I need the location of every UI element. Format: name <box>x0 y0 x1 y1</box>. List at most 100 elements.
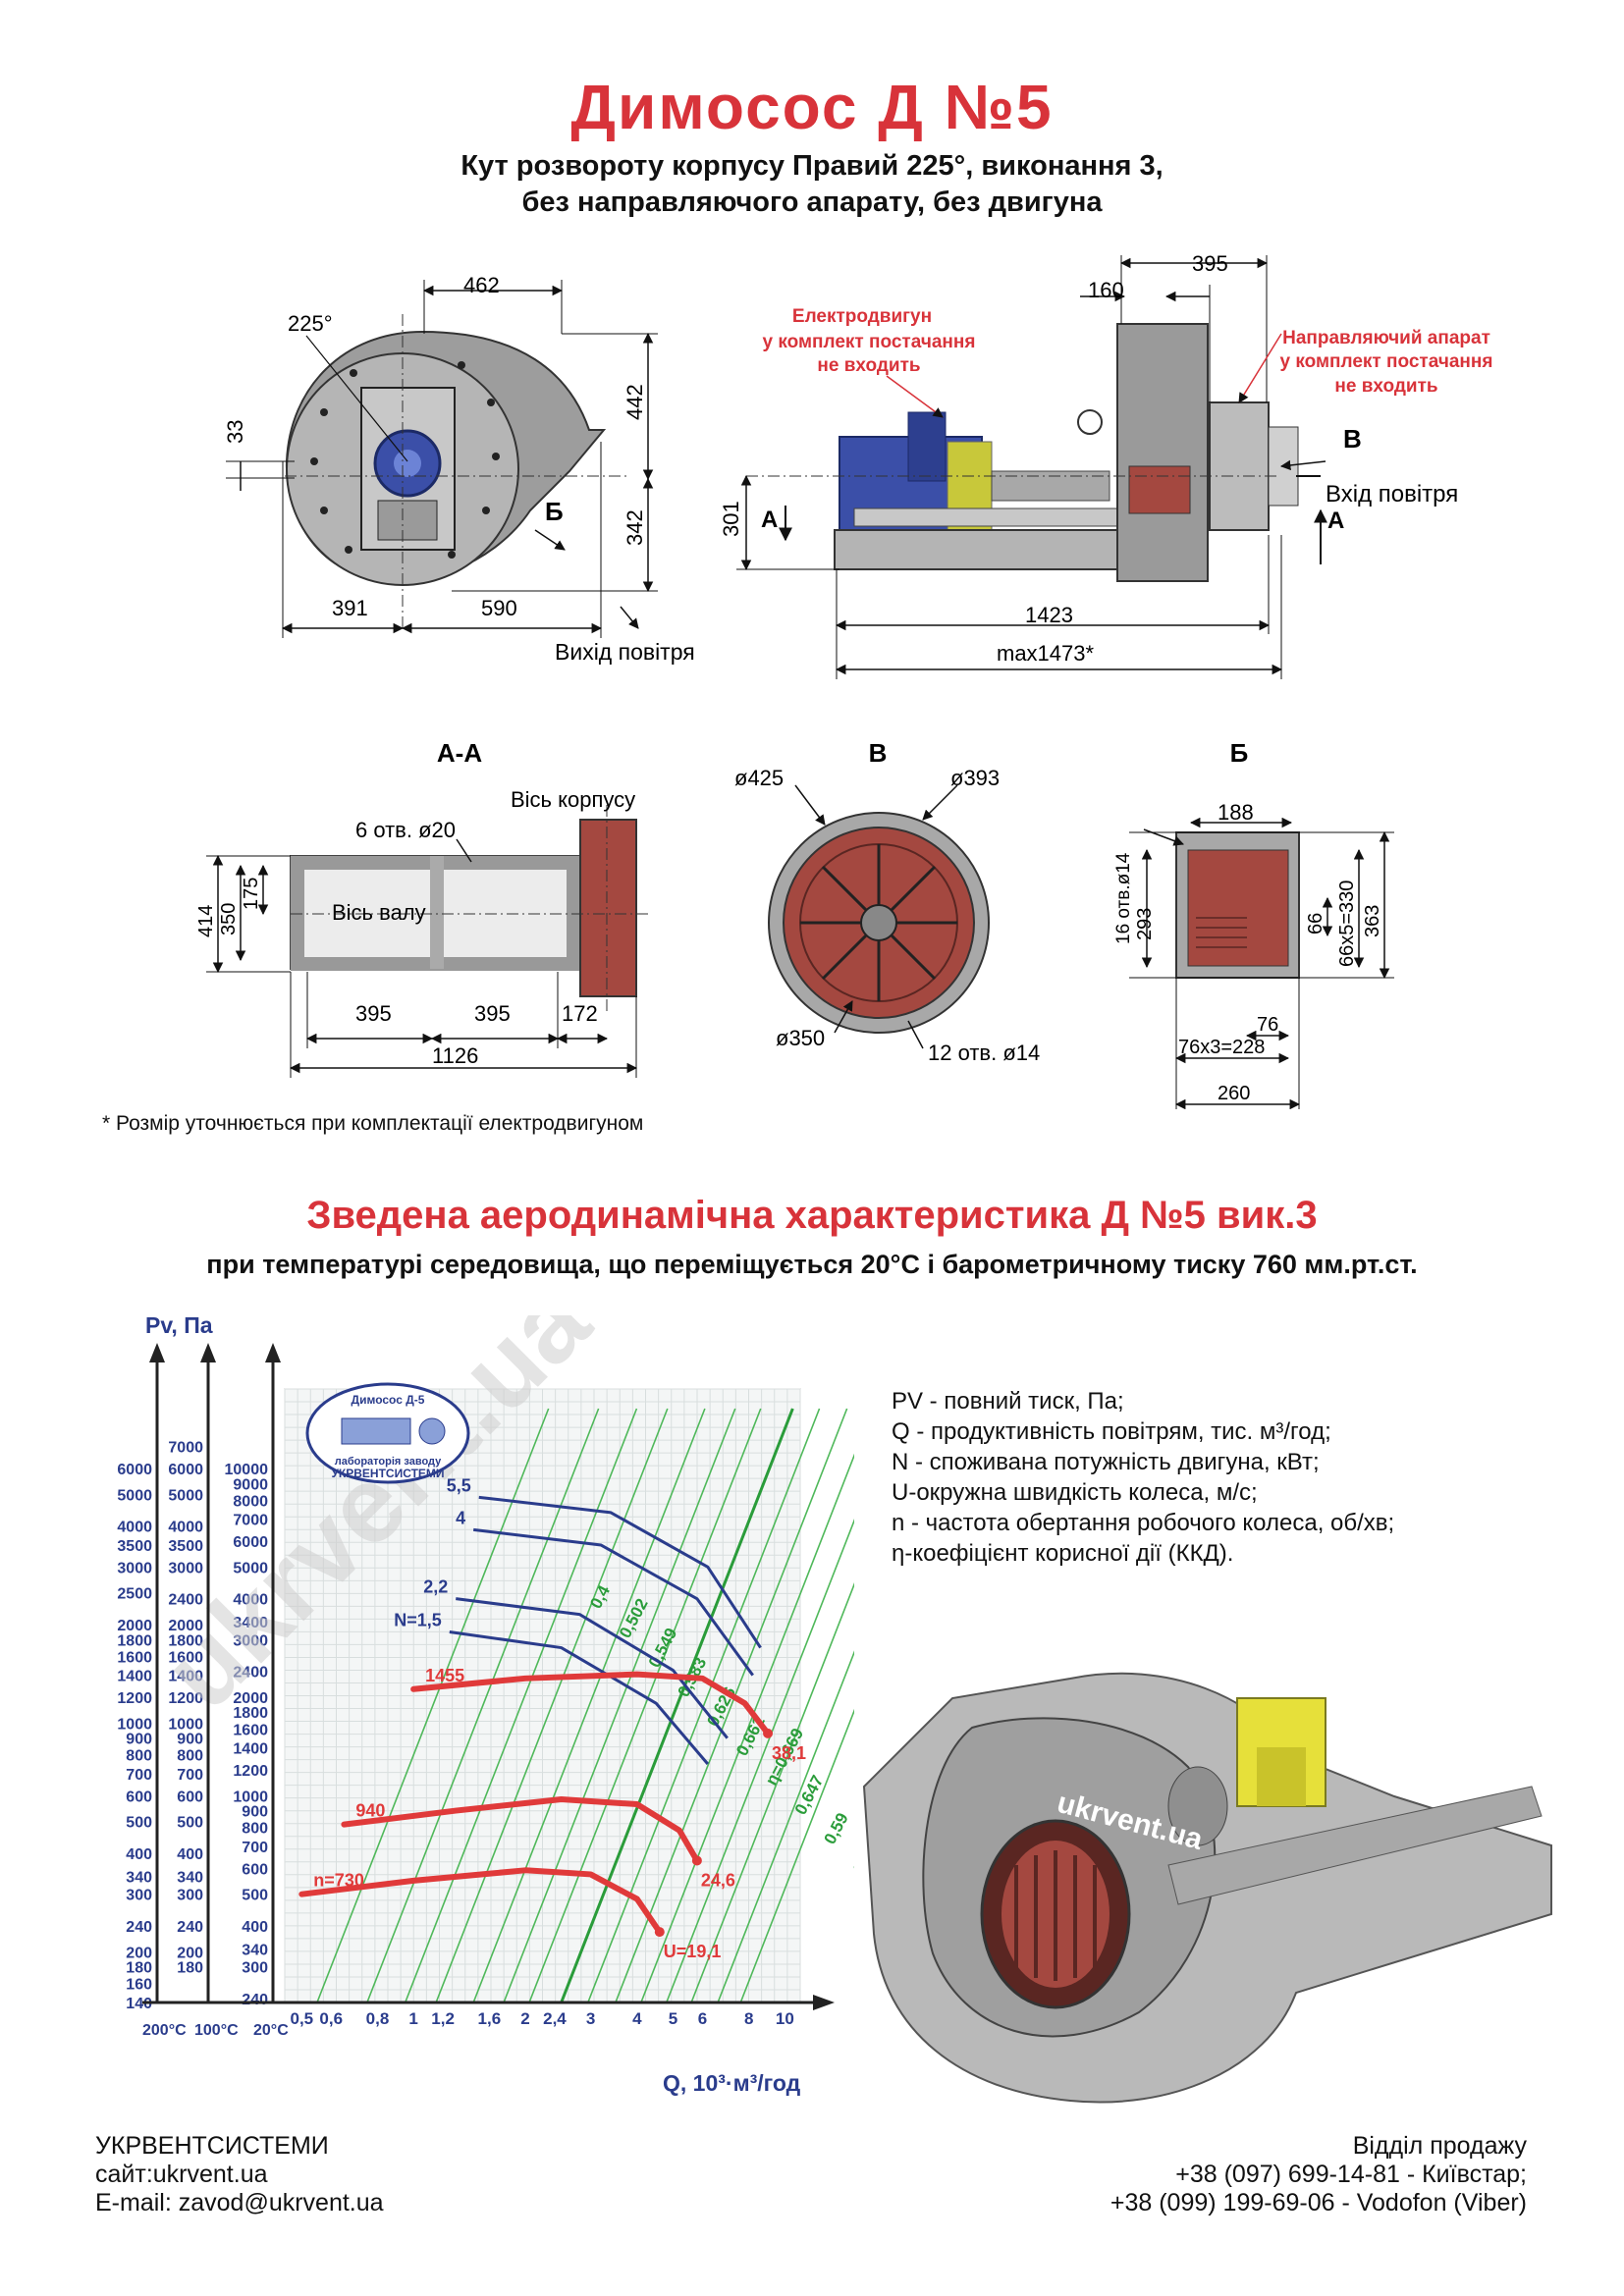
y-axis-label: Pv, Па <box>145 1315 213 1338</box>
x-tick-label: 0,6 <box>319 2009 343 2028</box>
y-tick-label: 400 <box>242 1919 268 1936</box>
y-tick-label: 4000 <box>233 1592 268 1609</box>
y-tick-label: 6000 <box>117 1462 152 1478</box>
section-aa-drawing <box>206 805 648 1078</box>
chart-y-axes: 6000500040003500300025002000180016001400… <box>117 1440 268 2012</box>
dim-v-425: ø425 <box>734 766 784 790</box>
efficiency-line <box>404 1408 638 2003</box>
mark-a-right: A <box>1327 507 1344 534</box>
footer-phone1[interactable]: +38 (097) 699-14-81 - Київстар; <box>1175 2161 1527 2188</box>
y-tick-label: 900 <box>242 1804 268 1821</box>
speed-curve-end-label: 24,6 <box>701 1870 735 1890</box>
x-tick-label: 2,4 <box>543 2009 567 2028</box>
x-tick-label: 0,5 <box>290 2009 313 2028</box>
efficiency-label: 0,5 <box>849 1847 854 1877</box>
speed-curve-label: 1455 <box>425 1666 464 1685</box>
y-tick-label: 3500 <box>168 1538 203 1555</box>
y-tick-label: 340 <box>242 1943 268 1959</box>
y-arrow-3 <box>265 1343 281 1362</box>
outlet-label: Вихід повітря <box>555 639 695 665</box>
legend-eta: η-коефіцієнт корисної дії (ККД). <box>892 1540 1234 1567</box>
efficiency-line <box>587 1408 821 2003</box>
x-tick-label: 4 <box>632 2009 642 2028</box>
axis-temp-200: 200°C <box>142 2022 187 2039</box>
axis-body-label: Вісь корпусу <box>511 787 635 812</box>
y-tick-label: 8000 <box>233 1493 268 1510</box>
power-curve-label: 5,5 <box>447 1475 471 1495</box>
y-tick-label: 2500 <box>117 1586 152 1603</box>
y-tick-label: 600 <box>242 1861 268 1878</box>
fan-3d-render: ukrvent.ua <box>862 1672 1552 2104</box>
inlet-label: Вхід повітря <box>1326 481 1458 507</box>
dim-front-391: 391 <box>332 596 368 620</box>
y-tick-label: 7000 <box>233 1513 268 1529</box>
section-v-drawing <box>768 784 990 1049</box>
axis-temp-20: 20°C <box>253 2022 289 2039</box>
y-tick-label: 700 <box>126 1767 152 1784</box>
efficiency-line <box>528 1408 762 2003</box>
efficiency-line <box>503 1408 736 2003</box>
y-tick-label: 1200 <box>168 1690 203 1707</box>
x-tick-label: 2 <box>520 2009 529 2028</box>
dim-front-590: 590 <box>481 596 517 620</box>
efficiency-line <box>316 1408 550 2003</box>
y-tick-label: 1400 <box>117 1669 152 1685</box>
speed-curve-end <box>763 1728 774 1738</box>
speed-curve <box>298 1867 663 1936</box>
guide-note-line3: не входить <box>1334 376 1437 397</box>
footer-phone2[interactable]: +38 (099) 199-69-06 - Vodofon (Viber) <box>1110 2189 1527 2216</box>
axis-shaft-label: Вісь валу <box>332 900 426 925</box>
power-curve <box>478 1495 762 1649</box>
dim-bb-76x3: 76x3=228 <box>1178 1037 1265 1058</box>
y-tick-label: 4000 <box>117 1520 152 1536</box>
x-tick-label: 1,6 <box>478 2009 502 2028</box>
dim-bb-188: 188 <box>1218 800 1254 825</box>
dim-aa-395-1: 395 <box>355 1001 392 1026</box>
y-tick-label: 240 <box>242 1992 268 2008</box>
dim-aa-175: 175 <box>241 878 262 910</box>
x-tick-label: 5 <box>669 2009 677 2028</box>
y-tick-label: 2400 <box>168 1592 203 1609</box>
y-tick-label: 3500 <box>117 1538 152 1555</box>
dim-v-holes: 12 отв. ø14 <box>928 1041 1040 1065</box>
y-tick-label: 7000 <box>168 1440 203 1457</box>
dim-aa-172: 172 <box>562 1001 598 1026</box>
y-tick-label: 1200 <box>117 1690 152 1707</box>
y-tick-label: 2000 <box>168 1618 203 1634</box>
render-bearing-face <box>1257 1747 1306 1806</box>
y-tick-label: 240 <box>177 1919 203 1936</box>
efficiency-line <box>717 1650 854 2003</box>
y-tick-label: 5000 <box>117 1487 152 1504</box>
legend-u: U-окружна швидкість колеса, м/с; <box>892 1479 1258 1506</box>
legend-pv: PV - повний тиск, Па; <box>892 1388 1124 1415</box>
y-tick-label: 1400 <box>233 1741 268 1758</box>
dim-aa-1126: 1126 <box>432 1043 478 1068</box>
badge-line2: лабораторія заводу <box>335 1456 442 1468</box>
section-mark-b-front: Б <box>545 497 564 526</box>
y-tick-label: 6000 <box>233 1534 268 1551</box>
legend-n-power: N - споживана потужність двигуна, кВт; <box>892 1449 1320 1475</box>
axis-temp-100: 100°C <box>194 2022 239 2039</box>
y-tick-label: 2400 <box>233 1665 268 1682</box>
efficiency-line <box>640 1453 854 2003</box>
y-tick-label: 1800 <box>168 1632 203 1649</box>
page-title: Димосос Д №5 <box>570 72 1054 142</box>
y-tick-label: 800 <box>126 1748 152 1765</box>
dim-side-1423: 1423 <box>1025 603 1073 627</box>
power-curve <box>456 1597 729 1739</box>
y-tick-label: 5000 <box>168 1487 203 1504</box>
x-tick-label: 1,2 <box>431 2009 455 2028</box>
motor-note-line3: не входить <box>817 355 920 376</box>
footer-email[interactable]: E-mail: zavod@ukrvent.ua <box>95 2189 384 2216</box>
dim-front-342: 342 <box>623 509 647 546</box>
power-curve <box>473 1527 754 1677</box>
footer-site[interactable]: сайт:ukrvent.ua <box>95 2161 268 2188</box>
render-frame <box>1167 1786 1543 1905</box>
power-curve-label: 2,2 <box>423 1577 448 1597</box>
y-tick-label: 1600 <box>117 1649 152 1666</box>
y-tick-label: 6000 <box>168 1462 203 1478</box>
y-tick-label: 1800 <box>233 1705 268 1722</box>
dim-v-393: ø393 <box>950 766 1000 790</box>
y-tick-label: 200 <box>177 1945 203 1961</box>
